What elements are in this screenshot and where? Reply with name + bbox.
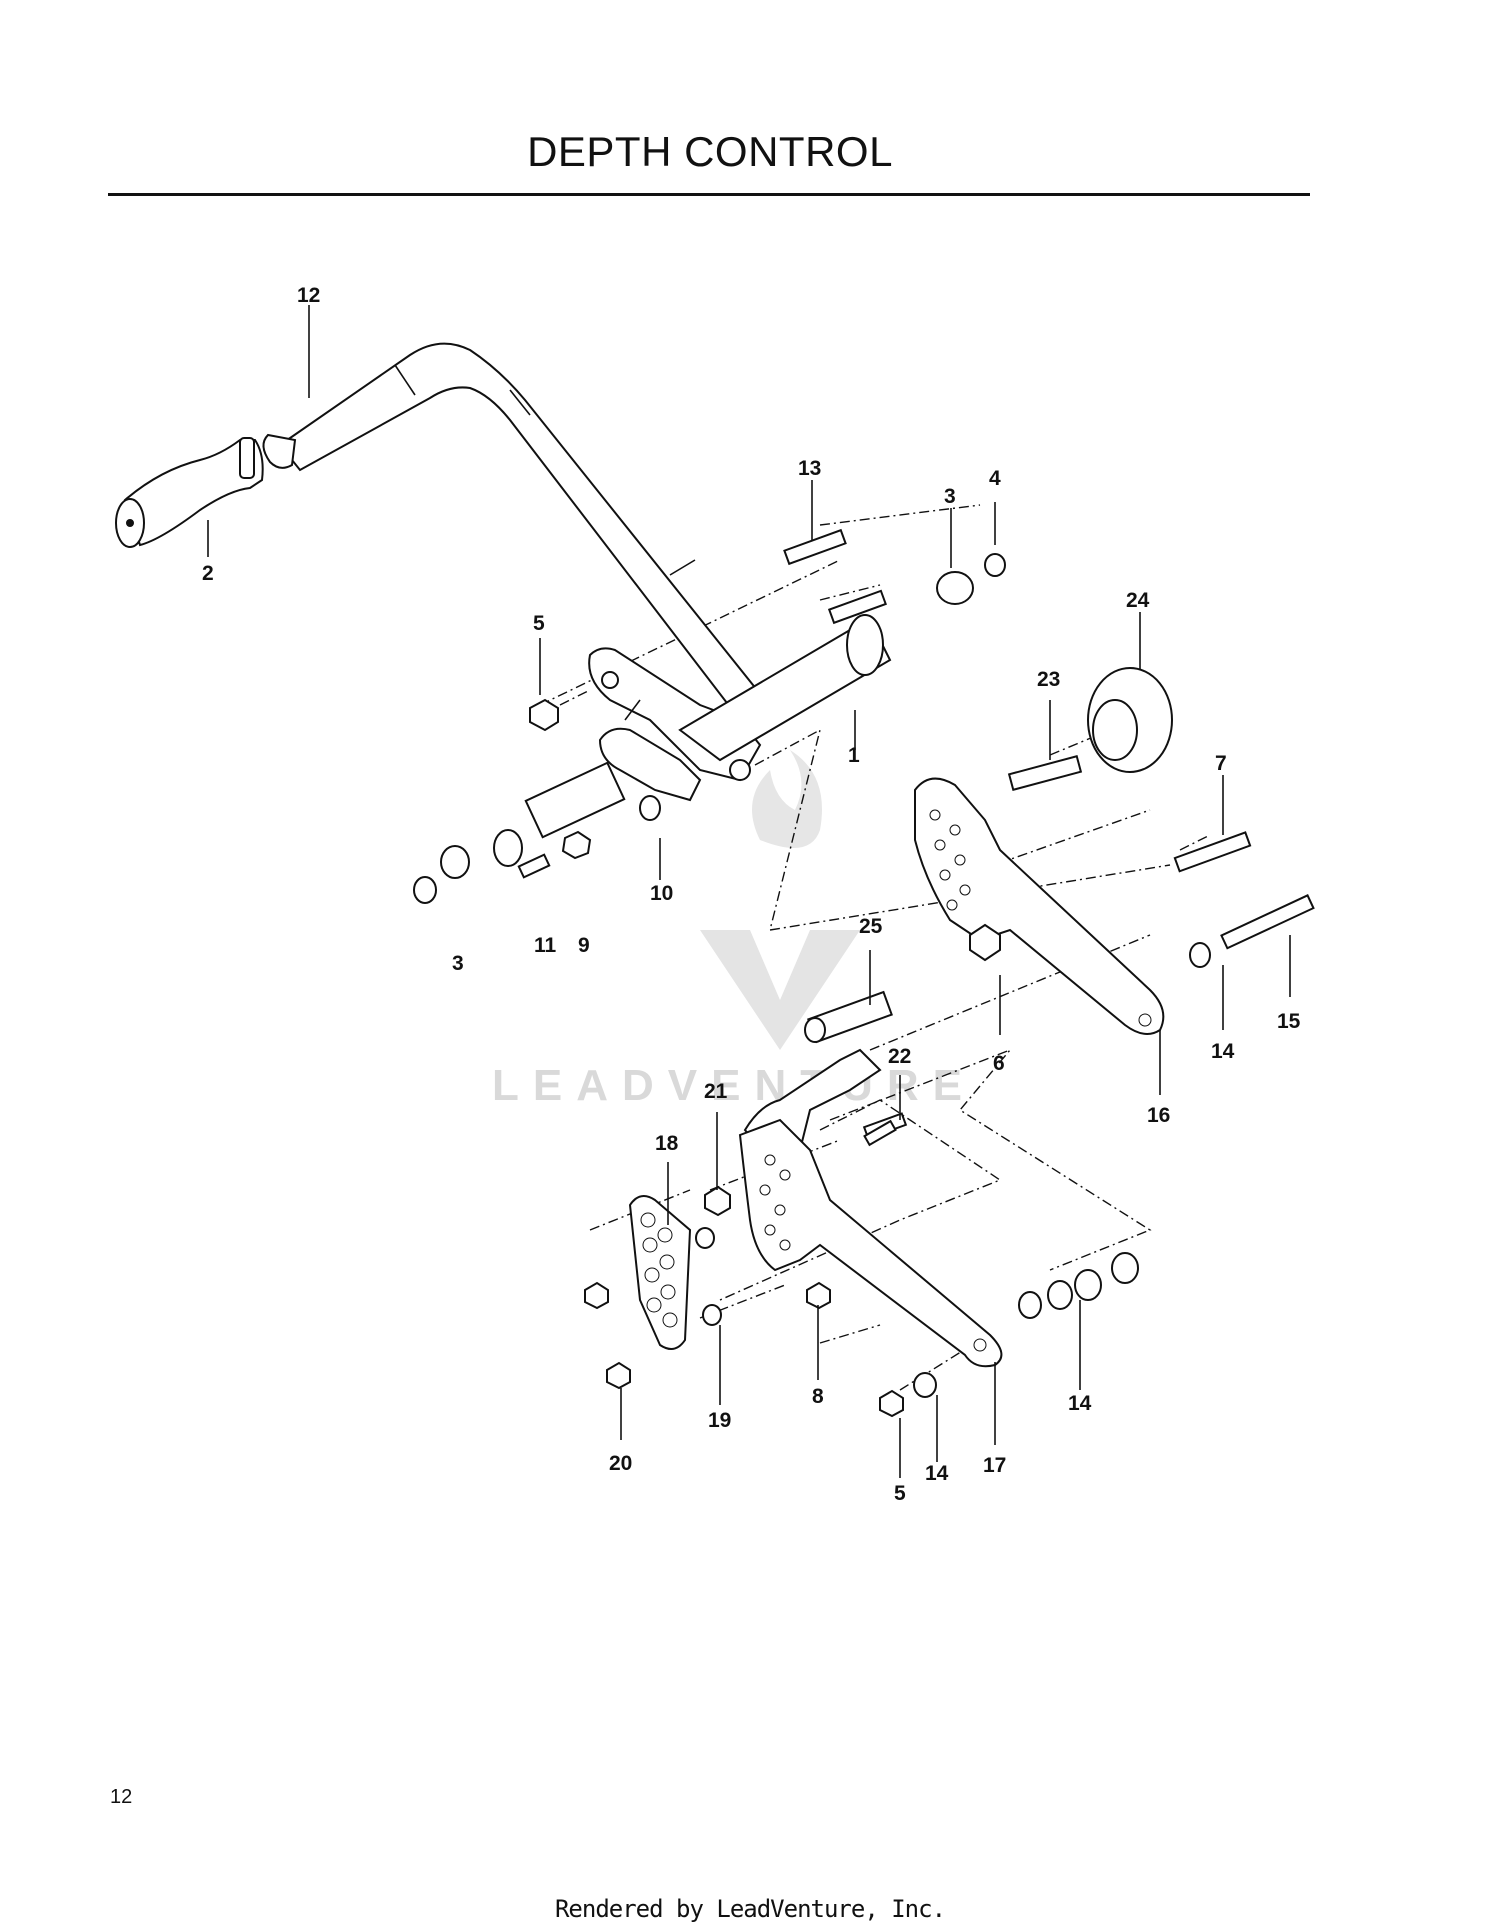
footer-credit: Rendered by LeadVenture, Inc. [554, 1895, 946, 1923]
callout-20: 20 [609, 1452, 632, 1475]
callout-14-lower: 14 [925, 1462, 949, 1485]
callout-6: 6 [993, 1052, 1005, 1075]
callout-13: 13 [798, 457, 821, 480]
callout-17: 17 [983, 1454, 1006, 1477]
callout-2: 2 [202, 562, 214, 585]
lift-bracket-assembly [493, 614, 892, 867]
leader-lines [207, 305, 1291, 1478]
callout-25: 25 [859, 915, 883, 938]
callout-15: 15 [1277, 1010, 1301, 1033]
callout-5-upper: 5 [533, 612, 545, 635]
page-title: DEPTH CONTROL [527, 128, 893, 175]
callout-4: 4 [989, 467, 1001, 490]
grip-assembly [115, 437, 264, 548]
callout-1: 1 [848, 744, 860, 767]
depth-plate-upper [914, 777, 1315, 1035]
lower-hardware [584, 1119, 1139, 1418]
callout-21: 21 [704, 1080, 728, 1103]
callout-14-right: 14 [1211, 1040, 1235, 1063]
callout-12: 12 [297, 284, 320, 307]
callout-19: 19 [708, 1409, 731, 1432]
callout-18: 18 [655, 1132, 679, 1155]
callout-3-lower: 3 [452, 952, 464, 975]
callout-8: 8 [812, 1385, 824, 1408]
callout-10: 10 [650, 882, 673, 905]
upper-hardware [413, 528, 1006, 904]
leadventure-watermark: LEADVENTURE [492, 750, 976, 1110]
bushing-25 [804, 990, 893, 1044]
handle-assembly [262, 342, 767, 722]
callout-11: 11 [534, 934, 557, 957]
callout-24: 24 [1126, 589, 1150, 612]
callout-labels: 12 2 13 3 4 24 5 23 1 7 10 25 3 11 9 6 1… [202, 284, 1301, 1505]
callout-16: 16 [1147, 1104, 1170, 1127]
watermark-text: LEADVENTURE [492, 1061, 976, 1110]
page-number: 12 [110, 1786, 133, 1808]
callout-5-lower: 5 [894, 1482, 906, 1505]
title-divider [108, 193, 1310, 196]
callout-22: 22 [888, 1045, 911, 1068]
callout-3-upper: 3 [944, 485, 956, 508]
depth-wheel [1007, 667, 1173, 792]
callout-14-lower-right: 14 [1068, 1392, 1092, 1415]
adjustment-plate-18 [628, 1195, 692, 1350]
callout-9: 9 [578, 934, 590, 957]
callout-7: 7 [1215, 752, 1227, 775]
callout-23: 23 [1037, 668, 1060, 691]
